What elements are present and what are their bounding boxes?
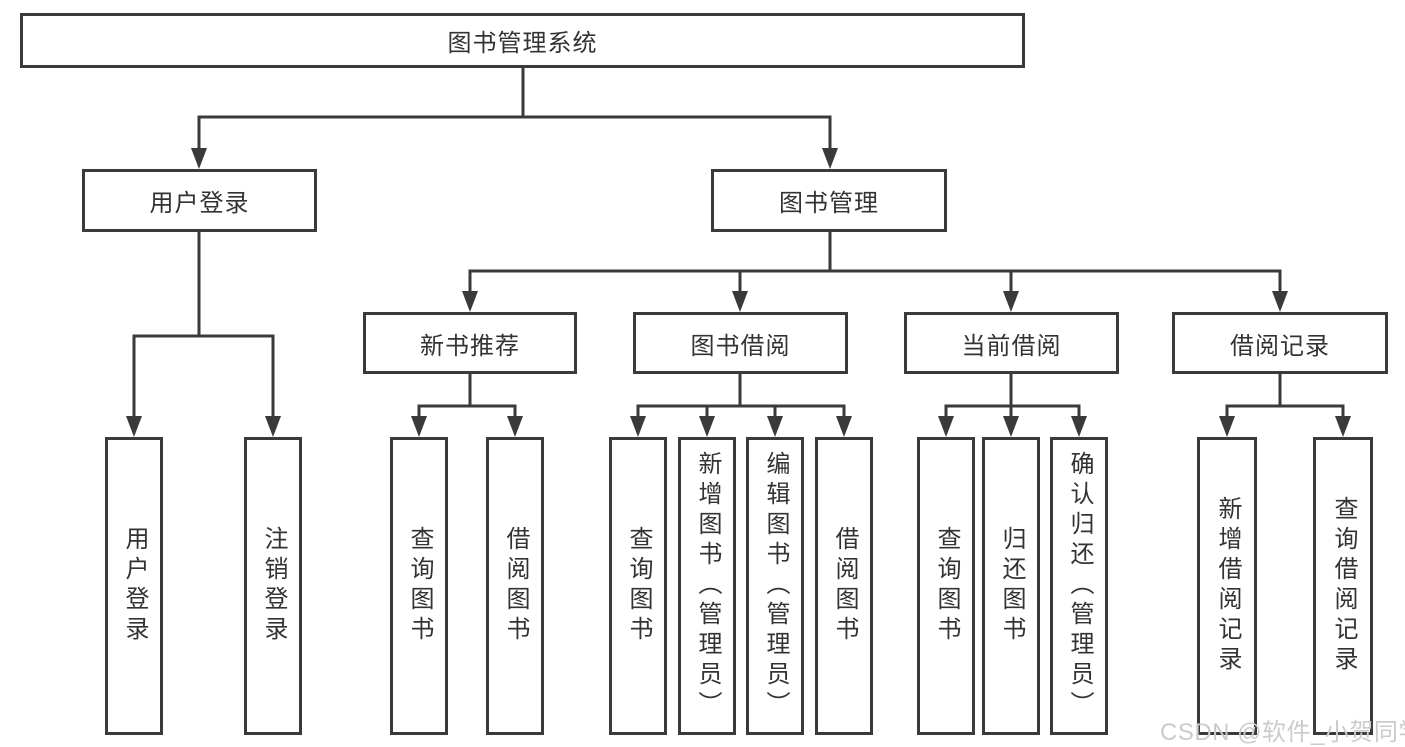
leaf-current-query-books-label: 查询图书 <box>933 526 960 646</box>
leaf-current-query-books: 查询图书 <box>917 437 975 735</box>
edges-book-management <box>462 232 1288 312</box>
leaf-return-books: 归还图书 <box>982 437 1040 735</box>
leaf-user-login-label: 用户登录 <box>121 526 148 646</box>
node-book-management-label: 图书管理 <box>779 190 879 217</box>
node-borrowing-records-label: 借阅记录 <box>1230 332 1330 360</box>
leaf-borrowing-borrow-books: 借阅图书 <box>815 437 873 735</box>
leaf-return-books-label: 归还图书 <box>998 526 1025 646</box>
node-borrowing-records: 借阅记录 <box>1172 312 1388 374</box>
leaf-edit-books-admin: 编辑图书（管理员） <box>746 437 804 735</box>
leaf-borrowing-query-books-label: 查询图书 <box>625 526 652 646</box>
node-new-book-recommendation-label: 新书推荐 <box>420 332 520 360</box>
leaf-add-borrow-record: 新增借阅记录 <box>1197 437 1257 735</box>
leaf-newbook-borrow-books: 借阅图书 <box>486 437 544 735</box>
leaf-confirm-return-admin: 确认归还（管理员） <box>1050 437 1108 735</box>
edges-borrowing-records <box>1219 374 1351 437</box>
node-new-book-recommendation: 新书推荐 <box>363 312 577 374</box>
leaf-borrowing-query-books: 查询图书 <box>609 437 667 735</box>
leaf-add-books-admin: 新增图书（管理员） <box>678 437 736 735</box>
node-user-login-label: 用户登录 <box>149 190 250 217</box>
leaf-newbook-query-books-label: 查询图书 <box>406 526 433 646</box>
leaf-add-books-admin-label: 新增图书（管理员） <box>694 451 721 721</box>
edges-new-book-recommendation <box>411 374 523 437</box>
leaf-borrowing-borrow-books-label: 借阅图书 <box>831 526 858 646</box>
leaf-edit-books-admin-label: 编辑图书（管理员） <box>762 451 789 721</box>
leaf-query-borrow-record-label: 查询借阅记录 <box>1330 496 1357 676</box>
leaf-logout: 注销登录 <box>244 437 302 735</box>
node-user-login: 用户登录 <box>82 169 317 232</box>
edges-root <box>191 68 838 169</box>
edges-current-borrowing <box>938 374 1087 437</box>
node-current-borrowing-label: 当前借阅 <box>961 332 1062 360</box>
leaf-add-borrow-record-label: 新增借阅记录 <box>1214 496 1241 676</box>
node-book-borrowing: 图书借阅 <box>633 312 848 374</box>
node-library-management-system: 图书管理系统 <box>20 13 1025 68</box>
leaf-user-login: 用户登录 <box>105 437 163 735</box>
node-current-borrowing: 当前借阅 <box>904 312 1119 374</box>
csdn-watermark: CSDN @软件_小贺同学 <box>1160 719 1405 746</box>
edges-user-login <box>126 232 281 437</box>
node-book-management: 图书管理 <box>711 169 947 232</box>
leaf-newbook-borrow-books-label: 借阅图书 <box>502 526 529 646</box>
leaf-newbook-query-books: 查询图书 <box>390 437 448 735</box>
leaf-logout-label: 注销登录 <box>260 526 287 646</box>
leaf-query-borrow-record: 查询借阅记录 <box>1313 437 1373 735</box>
node-book-borrowing-label: 图书借阅 <box>690 332 791 360</box>
leaf-confirm-return-admin-label: 确认归还（管理员） <box>1066 451 1093 721</box>
node-library-management-system-label: 图书管理系统 <box>447 30 598 57</box>
edges-book-borrowing <box>630 374 852 437</box>
